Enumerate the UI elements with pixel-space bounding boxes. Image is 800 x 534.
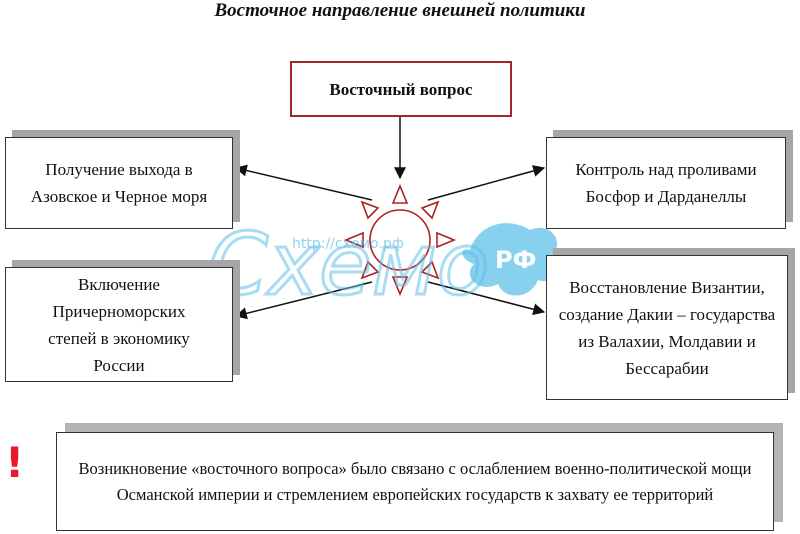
- sun-icon: [343, 183, 457, 297]
- note-box: Возникновение «восточного вопроса» было …: [56, 432, 774, 531]
- arrow-to-right-top: [427, 165, 546, 201]
- arrow-to-left-top: [234, 164, 373, 201]
- goal-label: Получение выхода в Азовское и Черное мор…: [30, 160, 208, 206]
- goal-box-black-sea-steppes: Включение Причерноморских степей в эконо…: [5, 267, 233, 382]
- exclamation-icon: !: [5, 438, 25, 487]
- diagram-title: Восточное направление внешней политики: [214, 0, 586, 21]
- goal-box-straits: Контроль над проливами Босфор и Дарданел…: [546, 137, 786, 229]
- goal-box-byzantium-dacia: Восстановление Византии, создание Дакии …: [546, 255, 788, 400]
- goal-label: Восстановление Византии, создание Дакии …: [558, 277, 776, 378]
- goal-label: Включение Причерноморских степей в эконо…: [48, 274, 190, 375]
- arrow-to-right-bottom: [427, 281, 546, 316]
- goal-box-azov-black-sea: Получение выхода в Азовское и Черное мор…: [5, 137, 233, 229]
- goal-label: Контроль над проливами Босфор и Дарданел…: [575, 160, 757, 206]
- note-text: Возникновение «восточного вопроса» было …: [78, 458, 752, 504]
- central-question-label: Восточный вопрос: [329, 79, 473, 99]
- arrow-to-left-bottom: [234, 281, 373, 320]
- central-question-box: Восточный вопрос: [290, 61, 512, 117]
